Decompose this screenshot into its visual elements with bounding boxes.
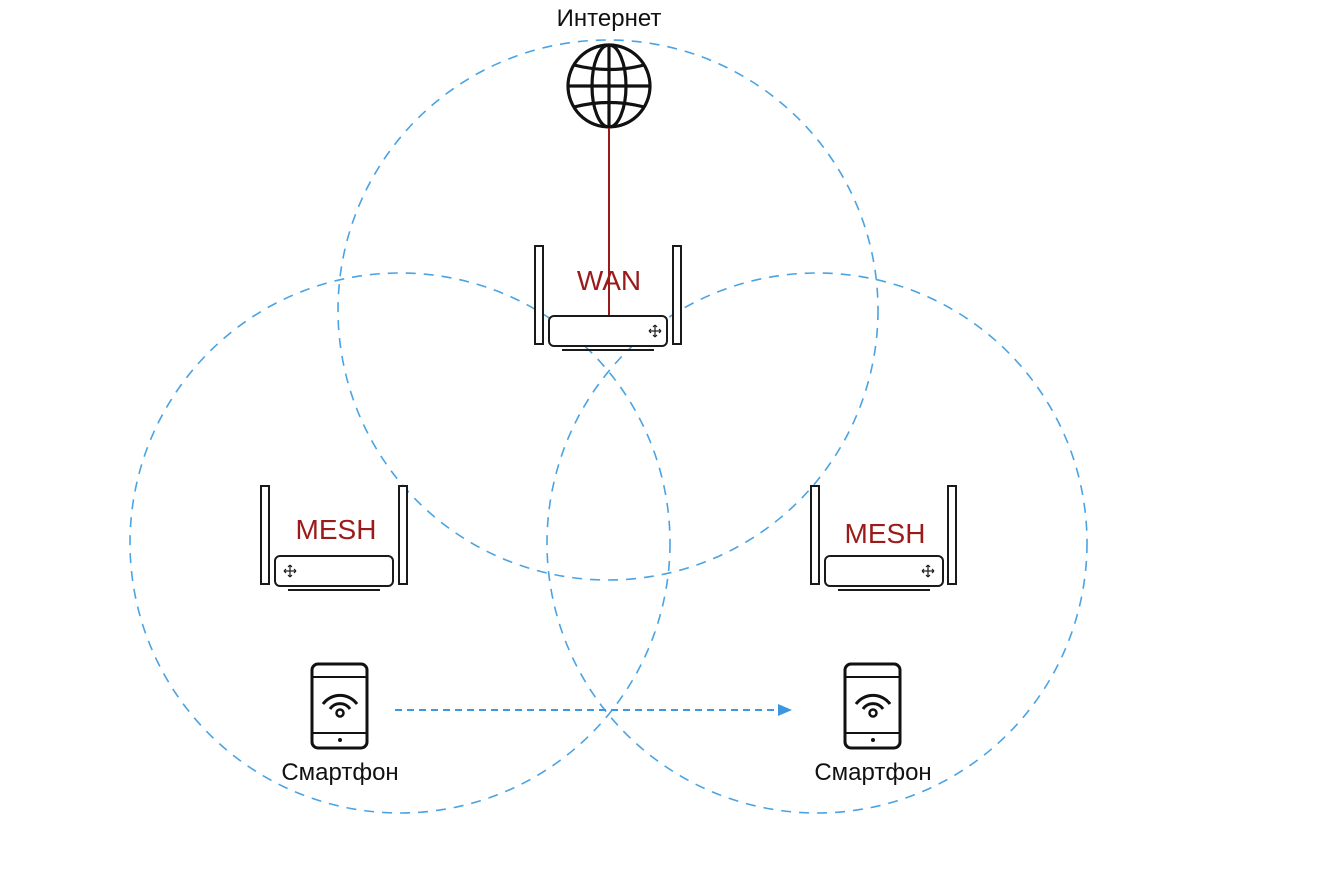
coverage-circle-right	[546, 272, 1088, 814]
router-icon-left	[260, 485, 408, 591]
smartphone-wifi-icon-left	[310, 662, 369, 750]
coverage-circle-main	[337, 39, 879, 581]
internet-label: Интернет	[557, 5, 662, 32]
router-icon-main	[534, 245, 682, 351]
device-left-label: Смартфон	[281, 759, 398, 786]
roaming-arrow	[395, 704, 792, 716]
smartphone-wifi-icon-right	[843, 662, 902, 750]
globe-icon	[566, 43, 652, 129]
router-main-label: WAN	[577, 265, 641, 296]
device-right-label: Смартфон	[814, 759, 931, 786]
router-left-label: MESH	[296, 514, 377, 545]
router-right-label: MESH	[845, 518, 926, 549]
coverage-circle-left	[129, 272, 671, 814]
router-icon-right	[810, 485, 957, 591]
